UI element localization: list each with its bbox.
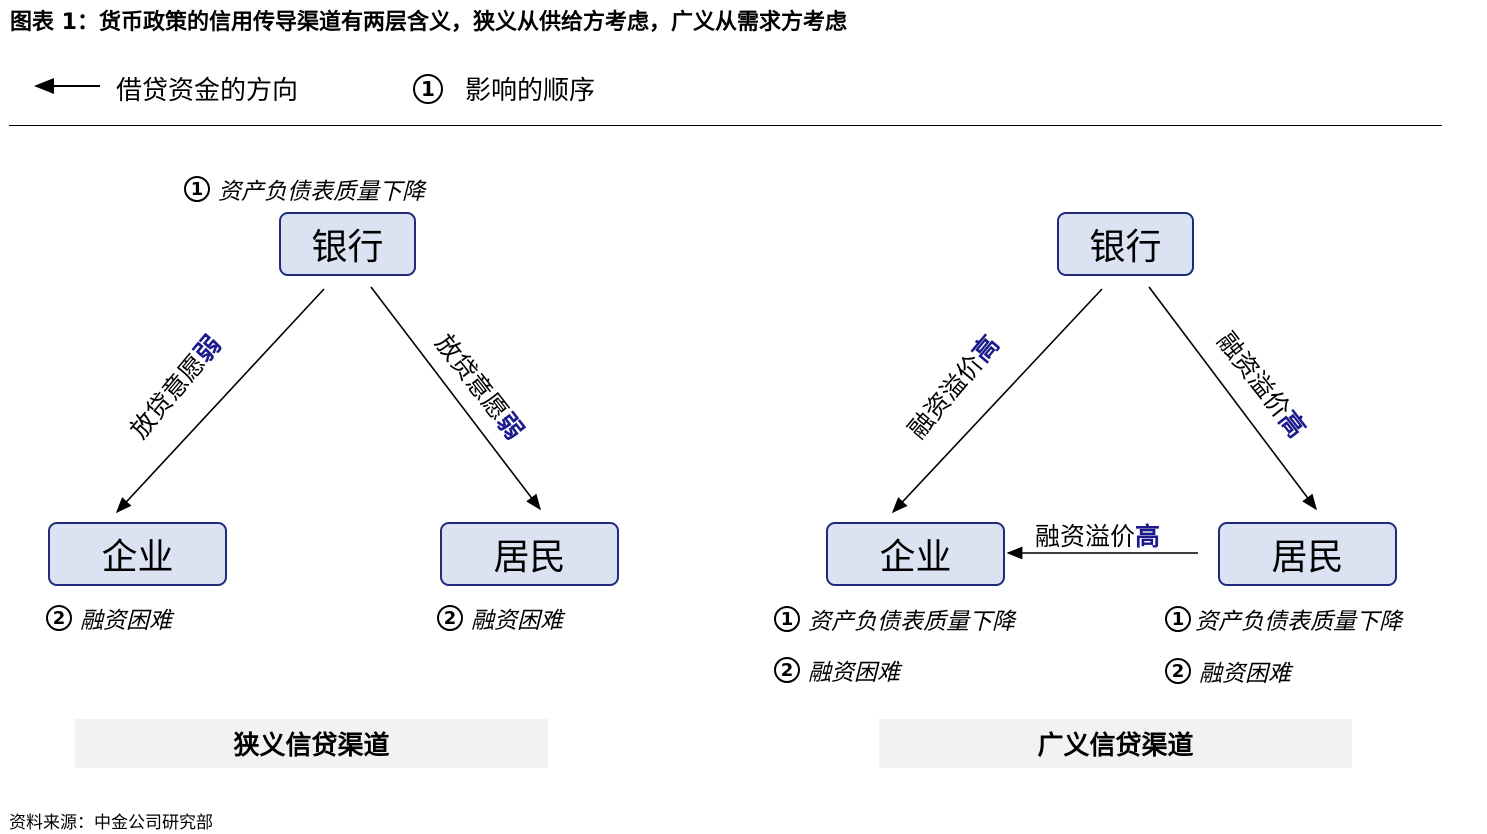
broad-bank-to-firm-arrow <box>891 288 1103 514</box>
broad-firm-note-2: 2 融资困难 <box>774 653 900 687</box>
broad-bank-node: 银行 <box>1057 212 1194 276</box>
note-text: 资产负债表质量下降 <box>218 179 425 205</box>
note-text: 融资困难 <box>1199 661 1291 687</box>
broad-firm-node: 企业 <box>826 522 1005 586</box>
divider <box>9 125 1442 126</box>
narrow-bank-to-household-arrow <box>370 286 541 511</box>
figure-title: 图表 1：货币政策的信用传导渠道有两层含义，狭义从供给方考虑，广义从需求方考虑 <box>10 10 847 35</box>
circled-number-icon: 1 <box>184 176 210 202</box>
note-text: 融资困难 <box>471 608 563 634</box>
circled-number-icon: 2 <box>46 605 72 631</box>
source-note: 资料来源：中金公司研究部 <box>9 813 213 833</box>
broad-household-node: 居民 <box>1218 522 1397 586</box>
narrow-caption: 狭义信贷渠道 <box>75 719 548 768</box>
narrow-household-note: 2 融资困难 <box>437 601 563 635</box>
circled-number-icon: 2 <box>774 657 800 683</box>
broad-caption: 广义信贷渠道 <box>879 719 1352 768</box>
legend-order: 1 影响的顺序 <box>413 70 595 107</box>
circled-number-icon: 1 <box>774 606 800 632</box>
broad-mid-label: 融资溢价高 <box>1035 517 1160 553</box>
circled-number-icon: 2 <box>437 605 463 631</box>
broad-household-note-2: 2 融资困难 <box>1165 654 1291 688</box>
narrow-bank-node: 银行 <box>279 212 416 276</box>
note-text: 资产负债表质量下降 <box>808 609 1015 635</box>
label-highlight: 高 <box>1135 522 1161 551</box>
broad-bank-to-household-arrow <box>1148 286 1317 511</box>
narrow-firm-node: 企业 <box>48 522 227 586</box>
legend-order-label: 影响的顺序 <box>465 76 596 106</box>
narrow-household-node: 居民 <box>440 522 619 586</box>
circled-number-icon: 1 <box>413 73 443 104</box>
label-text: 融资溢价 <box>1035 522 1136 551</box>
circled-number-icon: 1 <box>1165 606 1191 632</box>
note-text: 资产负债表质量下降 <box>1195 609 1402 635</box>
narrow-firm-note: 2 融资困难 <box>46 601 172 635</box>
note-text: 融资困难 <box>808 660 900 686</box>
broad-firm-note-1: 1 资产负债表质量下降 <box>774 602 1015 636</box>
legend-arrow-label: 借贷资金的方向 <box>116 76 299 106</box>
narrow-bank-to-firm-arrow <box>115 288 325 514</box>
circled-number-icon: 2 <box>1165 658 1191 684</box>
note-text: 融资困难 <box>80 608 172 634</box>
narrow-bank-note: 1 资产负债表质量下降 <box>184 172 425 206</box>
